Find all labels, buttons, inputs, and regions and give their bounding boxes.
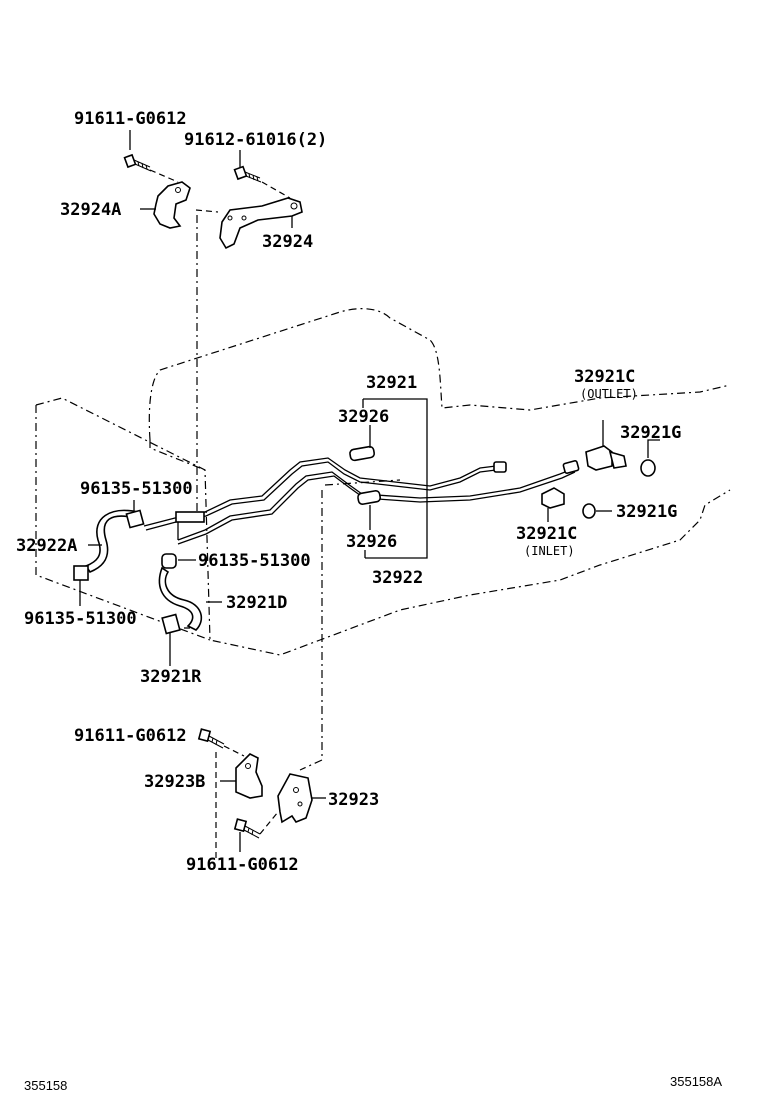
label-32921g-upper: 32921G — [620, 423, 681, 443]
label-bolt-91611-lower-left: 91611-G0612 — [74, 726, 187, 746]
bolt-icon — [123, 153, 152, 172]
label-32923b: 32923B — [144, 772, 205, 792]
label-32926-lower: 32926 — [346, 532, 397, 552]
part-labels: 91611-G0612 91612-61016(2) 32924A 32924 … — [16, 109, 722, 1093]
union-inlet-icon — [541, 487, 565, 522]
bracket-32923b — [235, 753, 263, 799]
bracket-32924a — [153, 181, 191, 229]
label-32924: 32924 — [262, 232, 313, 252]
gasket-lower-icon — [582, 503, 612, 519]
label-32921: 32921 — [366, 373, 417, 393]
label-bolt-91611-bottom: 91611-G0612 — [186, 855, 299, 875]
label-bolt-91612: 91612-61016(2) — [184, 130, 327, 150]
label-inlet-note: (INLET) — [524, 544, 575, 558]
hose-piece-32926-upper — [349, 425, 376, 462]
label-32922: 32922 — [372, 568, 423, 588]
label-32924a: 32924A — [60, 200, 121, 220]
cooler-tube-assembly — [143, 457, 580, 545]
footer-left-code: 355158 — [24, 1078, 67, 1093]
label-32921g-lower: 32921G — [616, 502, 677, 522]
label-bolt-91611-top: 91611-G0612 — [74, 109, 187, 129]
bracket-32923 — [277, 773, 313, 824]
union-outlet-icon — [585, 420, 627, 471]
footer-right-code: 355158A — [670, 1074, 722, 1089]
label-32921d: 32921D — [226, 593, 287, 613]
label-32921c-inlet: 32921C — [516, 524, 577, 544]
label-32921c-outlet: 32921C — [574, 367, 635, 387]
hose-32921d — [158, 553, 222, 635]
label-outlet-note: (OUTLET) — [580, 387, 638, 401]
label-32922a: 32922A — [16, 536, 77, 556]
bolt-icon — [233, 150, 262, 183]
bolt-icon — [233, 818, 261, 852]
hose-32922a — [73, 509, 145, 581]
hose-piece-32926-lower — [357, 489, 382, 530]
label-clamp-mid: 96135-51300 — [198, 551, 311, 571]
label-32926-upper: 32926 — [338, 407, 389, 427]
upper-bracket-group — [123, 130, 303, 520]
label-32923: 32923 — [328, 790, 379, 810]
label-clamp-lower: 96135-51300 — [24, 609, 137, 629]
label-clamp-upper: 96135-51300 — [80, 479, 193, 499]
bolt-icon — [197, 728, 225, 749]
label-32921r: 32921R — [140, 667, 202, 687]
gasket-upper-icon — [640, 439, 660, 477]
lower-bracket-group — [197, 490, 326, 860]
